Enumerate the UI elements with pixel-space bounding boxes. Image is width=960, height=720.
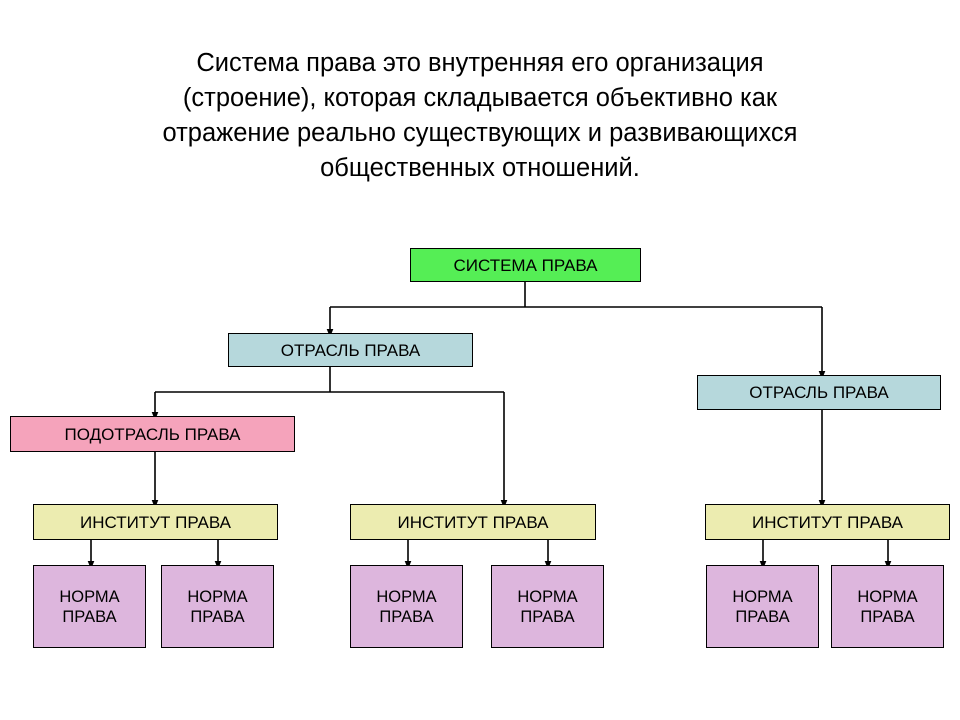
node-norm-of-law-4[interactable]: НОРМА ПРАВА: [491, 565, 604, 648]
node-subbranch-of-law[interactable]: ПОДОТРАСЛЬ ПРАВА: [10, 416, 295, 452]
node-branch-of-law-left[interactable]: ОТРАСЛЬ ПРАВА: [228, 333, 473, 367]
node-norm-of-law-1[interactable]: НОРМА ПРАВА: [33, 565, 146, 648]
node-norm-of-law-5[interactable]: НОРМА ПРАВА: [706, 565, 819, 648]
node-norm-of-law-2[interactable]: НОРМА ПРАВА: [161, 565, 274, 648]
node-system-of-law[interactable]: СИСТЕМА ПРАВА: [410, 248, 641, 282]
node-institute-of-law-middle[interactable]: ИНСТИТУТ ПРАВА: [350, 504, 596, 540]
node-institute-of-law-right[interactable]: ИНСТИТУТ ПРАВА: [705, 504, 950, 540]
node-norm-of-law-3[interactable]: НОРМА ПРАВА: [350, 565, 463, 648]
node-norm-of-law-6[interactable]: НОРМА ПРАВА: [831, 565, 944, 648]
page-title: Система права это внутренняя его организ…: [162, 49, 798, 182]
node-branch-of-law-right[interactable]: ОТРАСЛЬ ПРАВА: [697, 375, 941, 410]
node-institute-of-law-left[interactable]: ИНСТИТУТ ПРАВА: [33, 504, 278, 540]
